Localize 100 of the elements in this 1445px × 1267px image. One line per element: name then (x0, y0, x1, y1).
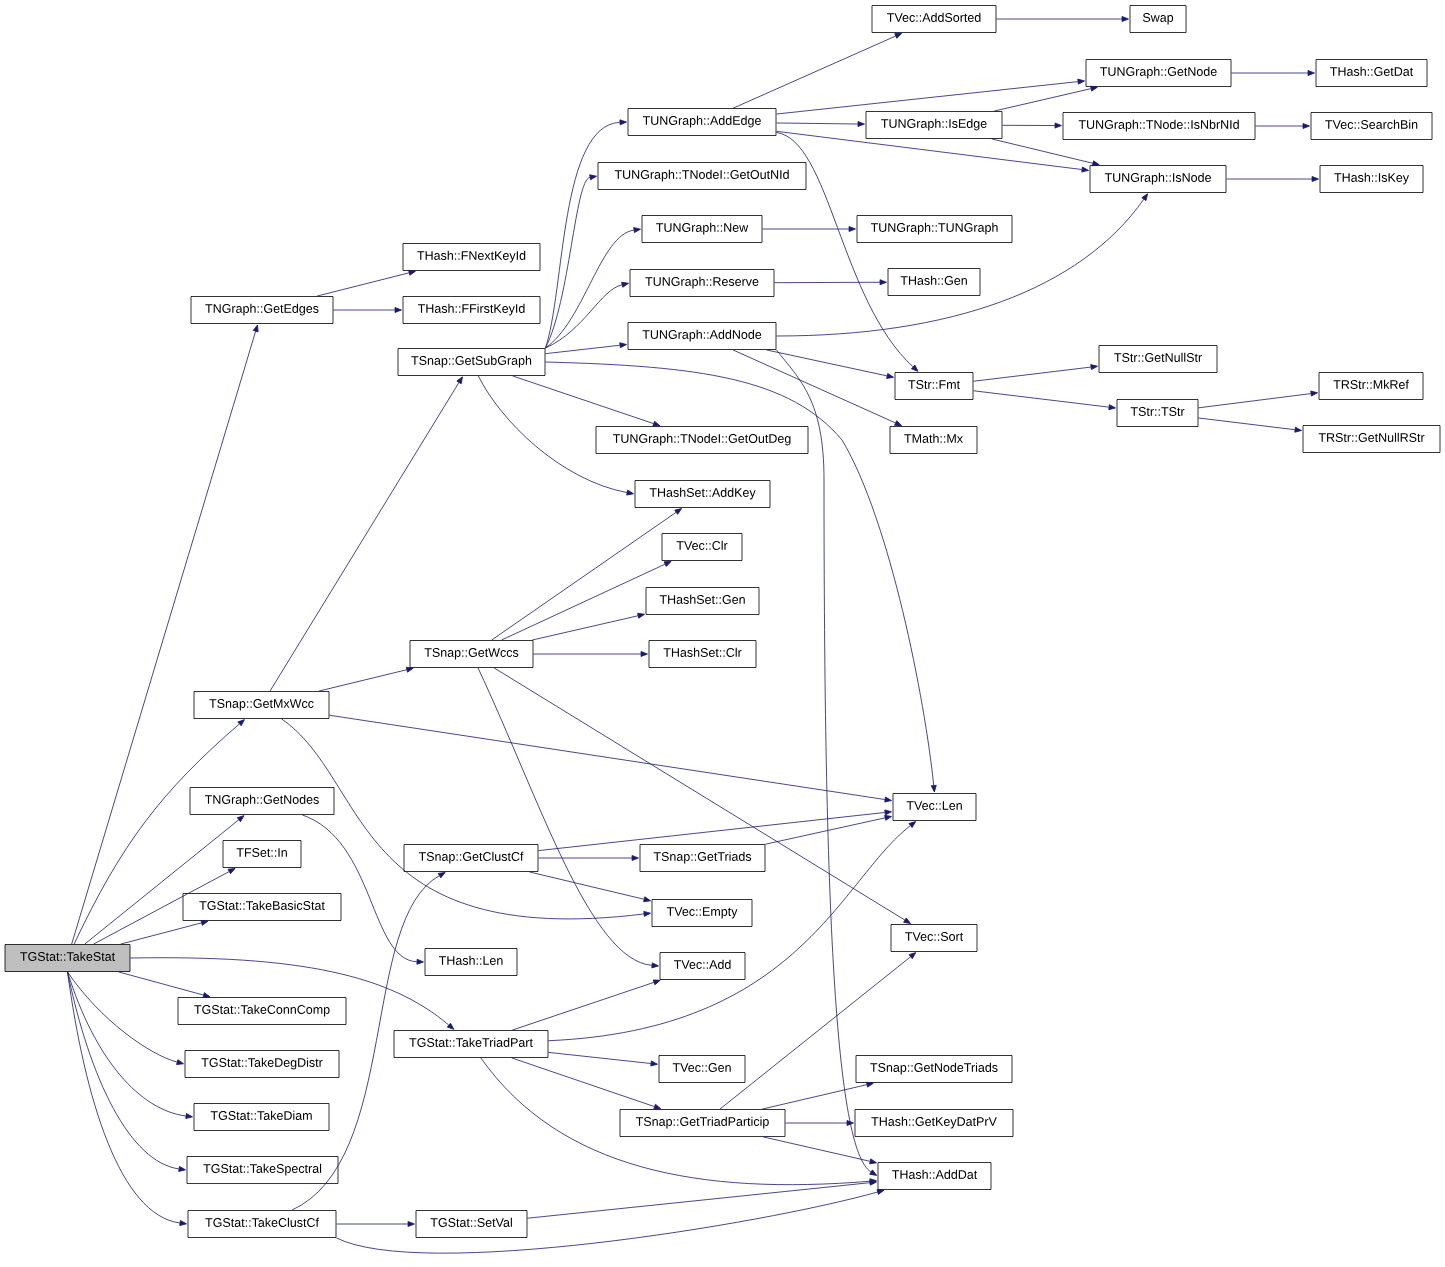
arrow (67, 971, 184, 1065)
arrow (281, 718, 651, 920)
function-box: THash::FFirstKeyId (402, 296, 541, 324)
arrow (527, 1179, 877, 1219)
arrow (776, 121, 865, 127)
function-box: TGStat::TakeDegDistr (184, 1050, 340, 1078)
arrow (118, 971, 211, 998)
function-box: TVec::Len (892, 793, 977, 821)
function-box: THash::FNextKeyId (402, 243, 541, 271)
arrow (67, 971, 187, 1226)
arrow (93, 868, 236, 945)
function-box: TSnap::GetTriads (639, 844, 766, 872)
function-box: TGStat::TakeClustCf (187, 1210, 337, 1238)
function-box: THashSet::AddKey (634, 480, 771, 508)
function-box: TGStat::TakeSpectral (186, 1156, 339, 1184)
arrow (762, 226, 856, 232)
arrow (548, 821, 917, 1042)
arrow (545, 174, 597, 349)
function-box: THash::GetKeyDatPrV (854, 1109, 1014, 1137)
arrow (996, 16, 1129, 22)
function-box: TFSet::In (222, 840, 302, 868)
arrow (477, 375, 634, 496)
arrow (765, 814, 892, 845)
function-box: THash::Gen (887, 268, 981, 296)
arrow (336, 1189, 885, 1254)
function-box: TUNGraph::Reserve (629, 269, 775, 297)
function-box: TSnap::GetWccs (409, 640, 534, 668)
function-box: TUNGraph::TNodeI::GetOutDeg (595, 426, 809, 454)
arrow (67, 971, 186, 1172)
arrow (545, 281, 629, 349)
function-box: THash::Len (424, 948, 518, 976)
arrow (336, 1221, 415, 1227)
arrow (511, 1057, 662, 1110)
arrow (120, 920, 209, 945)
function-box: TVec::SearchBin (1310, 112, 1433, 140)
arrow (545, 119, 627, 349)
arrow (493, 667, 911, 924)
arrow (291, 872, 446, 1211)
function-box: TUNGraph::AddEdge (627, 108, 777, 136)
function-box: TGStat::TakeTriadPart (393, 1030, 549, 1058)
function-box: TUNGraph::GetNode (1085, 59, 1232, 87)
function-box: THash::AddDat (877, 1162, 992, 1190)
arrow (776, 78, 1085, 115)
arrow (528, 871, 651, 903)
function-box: TGStat::TakeStat (4, 944, 131, 972)
arrow (71, 324, 259, 945)
function-box: TVec::Empty (651, 899, 753, 927)
arrow (766, 349, 894, 379)
arrow (130, 957, 455, 1030)
function-box: THashSet::Gen (645, 587, 760, 615)
arrow (318, 666, 414, 692)
arrow (269, 376, 463, 692)
arrow (762, 1136, 877, 1165)
function-box: TVec::Gen (658, 1055, 746, 1083)
arrow (545, 227, 641, 349)
arrow (719, 952, 917, 1110)
arrow (84, 815, 245, 945)
arrow (732, 349, 902, 427)
arrow (973, 390, 1116, 411)
arrow (1002, 122, 1062, 129)
function-box: TUNGraph::TUNGraph (856, 215, 1013, 243)
arrow (538, 809, 892, 851)
function-box: TStr::TStr (1116, 399, 1199, 427)
arrow (329, 714, 892, 803)
arrow (774, 279, 887, 286)
arrow (333, 307, 402, 313)
arrow (973, 364, 1098, 382)
arrow (316, 269, 416, 297)
function-box: TRStr::GetNullRStr (1302, 425, 1441, 453)
function-box: TUNGraph::IsEdge (865, 111, 1003, 139)
function-box: TUNGraph::AddNode (627, 322, 777, 350)
function-box: TNGraph::GetEdges (190, 296, 334, 324)
arrow (545, 361, 937, 793)
function-box: Swap (1129, 5, 1187, 33)
function-box: TVec::Clr (661, 533, 743, 561)
function-box: THash::GetDat (1315, 59, 1428, 87)
arrow (480, 1057, 877, 1186)
arrow (533, 651, 648, 657)
function-box: TRStr::MkRef (1318, 372, 1424, 400)
arrow (1198, 390, 1318, 409)
arrow (548, 1052, 658, 1067)
function-box: TSnap::GetTriadParticip (619, 1109, 786, 1137)
function-box: TUNGraph::IsNode (1089, 165, 1227, 193)
function-box: TSnap::GetNodeTriads (855, 1055, 1013, 1083)
arrow (477, 667, 659, 969)
arrow (1226, 176, 1319, 182)
function-box: TVec::AddSorted (871, 5, 997, 33)
arrow (993, 85, 1098, 112)
arrow (531, 612, 645, 641)
function-box: TGStat::SetVal (415, 1210, 528, 1238)
function-box: TMath::Mx (889, 426, 978, 454)
function-box: TStr::Fmt (894, 372, 974, 400)
arrow (761, 1081, 874, 1110)
function-box: TSnap::GetSubGraph (397, 348, 546, 376)
arrow (501, 561, 672, 641)
arrow (732, 32, 903, 109)
arrow (776, 349, 878, 1176)
arrow (538, 855, 639, 861)
function-box: TUNGraph::New (641, 215, 763, 243)
arrow (491, 508, 682, 641)
